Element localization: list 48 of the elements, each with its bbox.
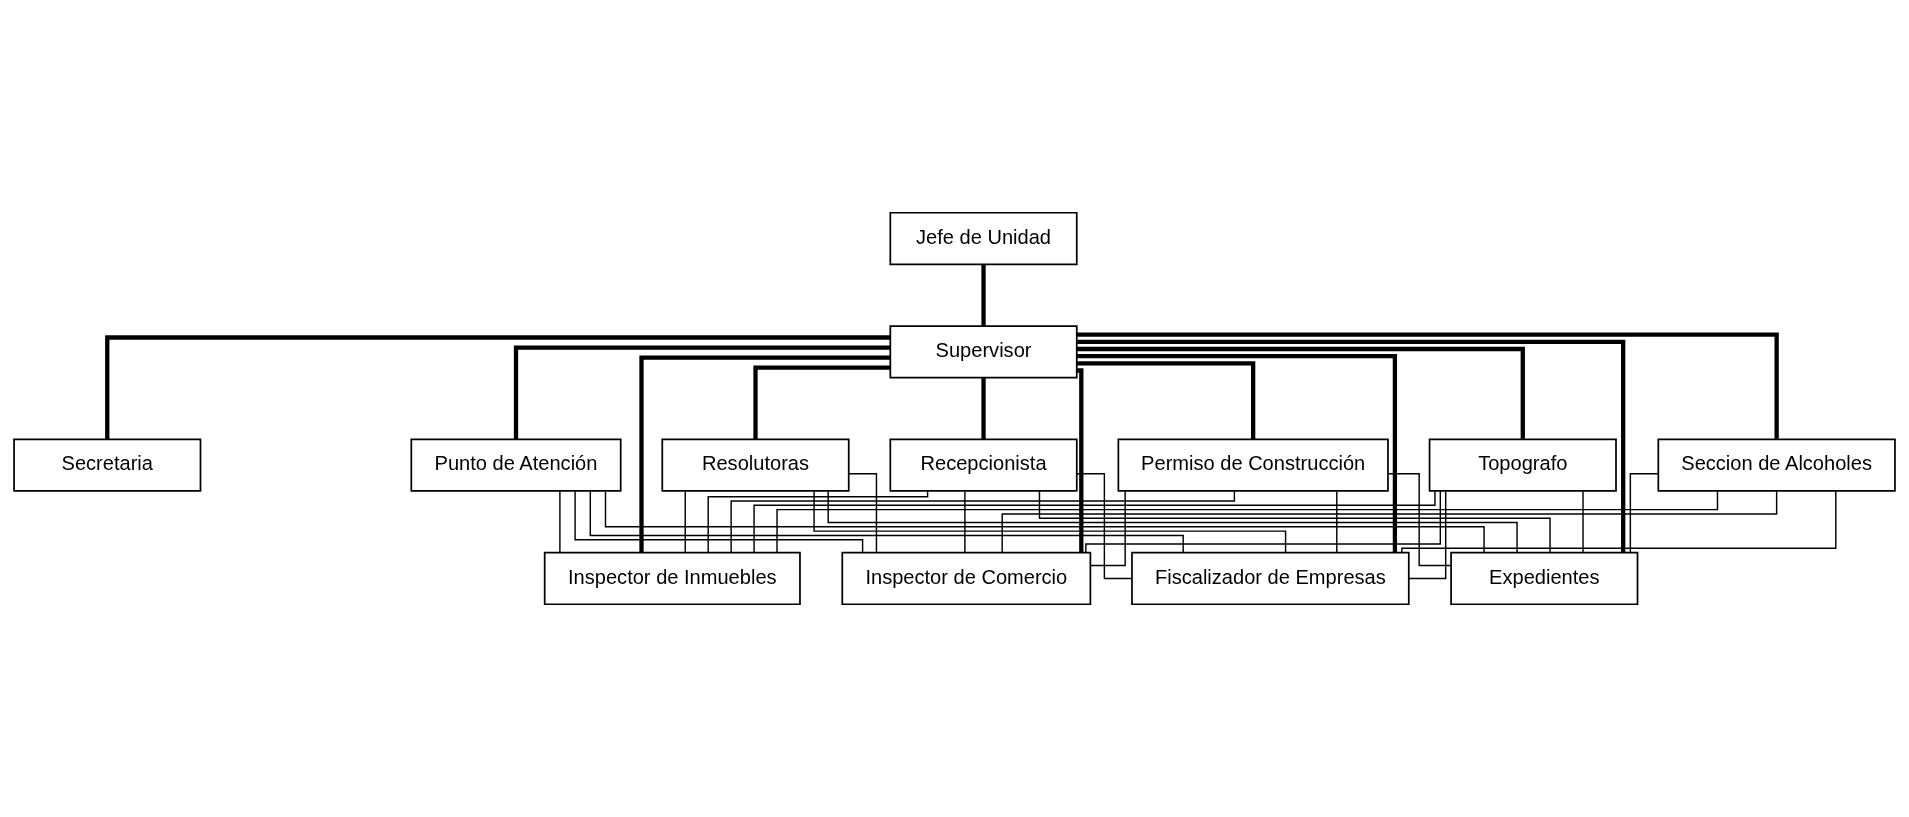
connector (848, 473, 878, 554)
node-box: Punto de Atención (410, 438, 622, 492)
connector (639, 355, 891, 553)
node-box: Resolutoras (661, 438, 850, 492)
connector (1629, 473, 1659, 554)
connector (684, 490, 686, 554)
connector (827, 490, 1518, 554)
connector (589, 490, 1184, 554)
connector (1077, 361, 1256, 439)
connector (1582, 490, 1584, 554)
connector (574, 490, 864, 554)
node-box: Fiscalizador de Empresas (1131, 551, 1410, 606)
node-box: Jefe de Unidad (889, 211, 1078, 266)
connector (513, 345, 891, 440)
connector (1387, 473, 1452, 567)
connector (1076, 354, 1398, 553)
connector (753, 365, 891, 439)
connector (1076, 346, 1525, 439)
connector (753, 490, 1436, 554)
node-box: Permiso de Construcción (1117, 438, 1389, 492)
connector (1038, 490, 1551, 554)
node-box: Inspector de Inmuebles (543, 551, 801, 606)
connector (559, 490, 561, 554)
connector (1077, 339, 1626, 553)
connector (981, 264, 986, 326)
node-box: Recepcionista (889, 438, 1078, 492)
node-box: Expedientes (1450, 551, 1639, 606)
connector (981, 378, 986, 439)
node-box: Secretaria (13, 438, 202, 492)
node-box: Seccion de Alcoholes (1657, 438, 1896, 492)
connector (1336, 490, 1338, 554)
connector (1077, 368, 1084, 553)
connector (1401, 490, 1837, 554)
node-box: Supervisor (889, 325, 1078, 379)
connector (1090, 490, 1126, 567)
connector (1076, 332, 1779, 439)
connector (730, 490, 1236, 553)
connector (105, 335, 891, 440)
connector (1076, 473, 1133, 580)
connector (964, 490, 966, 554)
connector (776, 490, 1719, 554)
connector (707, 490, 929, 554)
connector (1085, 490, 1442, 554)
node-box: Topografo (1428, 438, 1617, 492)
connector (604, 490, 1485, 553)
connector (1408, 490, 1447, 580)
node-box: Inspector de Comercio (841, 551, 1092, 606)
connector (813, 490, 1287, 554)
